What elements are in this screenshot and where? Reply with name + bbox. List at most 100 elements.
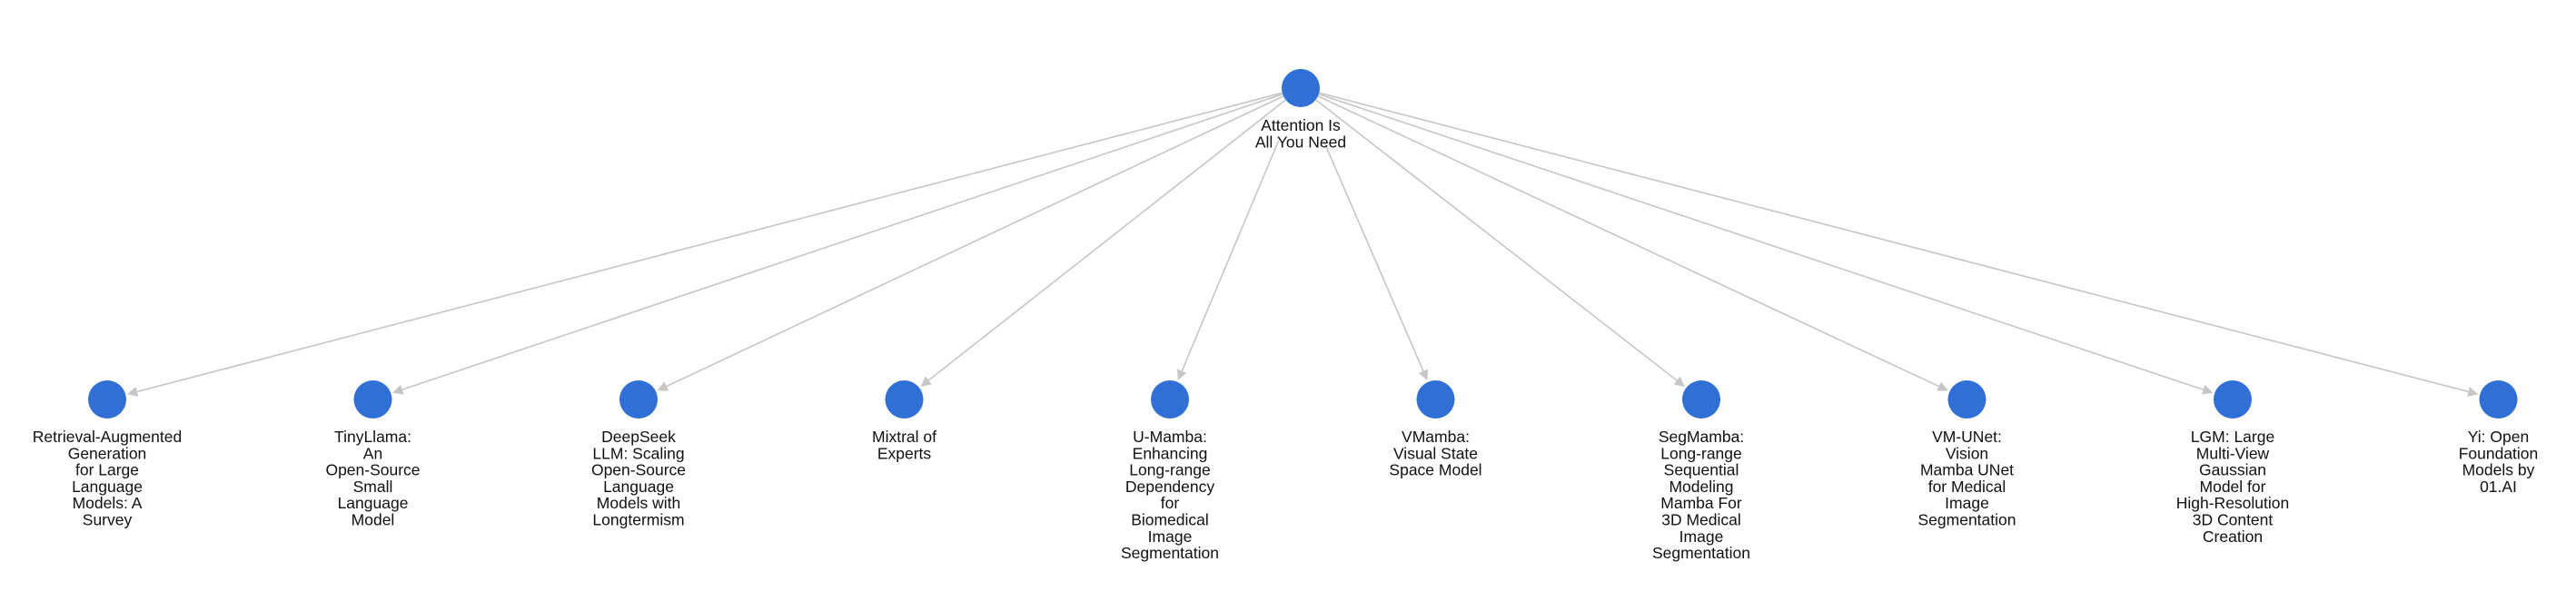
label-line: Foundation bbox=[2459, 444, 2539, 462]
label-line: Model for bbox=[2200, 478, 2266, 496]
label-line: Segmentation bbox=[1918, 511, 2016, 529]
edges bbox=[127, 92, 2479, 397]
label-line: Dependency bbox=[1125, 478, 1215, 496]
label-line: Biomedical bbox=[1131, 511, 1209, 529]
label-line: Generation bbox=[68, 444, 147, 462]
label-line: An bbox=[363, 444, 382, 462]
label-line: Sequential bbox=[1664, 461, 1739, 479]
label-line: Segmentation bbox=[1121, 544, 1219, 562]
label-line: Modeling bbox=[1669, 478, 1733, 496]
label-line: Space Model bbox=[1389, 461, 1481, 479]
edge bbox=[657, 95, 1284, 391]
label-line: Models by bbox=[2462, 461, 2535, 479]
label-line: Open-Source bbox=[591, 461, 686, 479]
edge bbox=[920, 99, 1286, 387]
label-line: VM-UNet: bbox=[1932, 428, 2002, 446]
label-line: Image bbox=[1679, 527, 1724, 546]
label-line: for Large bbox=[75, 461, 139, 479]
edge bbox=[392, 93, 1283, 395]
label-line: Enhancing bbox=[1133, 444, 1208, 462]
label-line: TinyLlama: bbox=[334, 428, 411, 446]
label-line: Model bbox=[352, 511, 395, 529]
label-line: Image bbox=[1148, 527, 1193, 546]
edge bbox=[1318, 93, 2214, 395]
label-line: Creation bbox=[2203, 527, 2263, 546]
child-node-circle[interactable] bbox=[88, 380, 126, 419]
child-node-circle[interactable] bbox=[1947, 380, 1986, 419]
label-line: Language bbox=[72, 478, 143, 496]
child-node-circle[interactable] bbox=[1151, 380, 1189, 419]
label-line: Survey bbox=[83, 511, 133, 529]
label-line: DeepSeek bbox=[601, 428, 676, 446]
label-line: Mixtral of bbox=[872, 428, 936, 446]
child-node-circle[interactable] bbox=[2214, 380, 2252, 419]
label-line: VMamba: bbox=[1402, 428, 1470, 446]
edge bbox=[127, 92, 1283, 397]
label-line: LGM: Large bbox=[2191, 428, 2274, 446]
child-node-circle[interactable] bbox=[885, 380, 924, 419]
label-line: Gaussian bbox=[2199, 461, 2266, 479]
label-line: Vision bbox=[1946, 444, 1988, 462]
label-line: Retrieval-Augmented bbox=[33, 428, 182, 446]
edge bbox=[1319, 92, 2479, 397]
label-line: Small bbox=[353, 478, 393, 496]
label-line: Open-Source bbox=[325, 461, 420, 479]
child-node-circle[interactable] bbox=[1682, 380, 1720, 419]
label-line: for Medical bbox=[1928, 478, 2006, 496]
edge bbox=[1317, 95, 1948, 391]
edge bbox=[1315, 99, 1685, 387]
label-line: for bbox=[1161, 494, 1180, 512]
label-line: Models with bbox=[597, 494, 680, 512]
label-line: Long-range bbox=[1129, 461, 1211, 479]
edge bbox=[1323, 140, 1429, 381]
root-node-circle[interactable] bbox=[1282, 69, 1320, 107]
label-line: Language bbox=[603, 478, 674, 496]
label-line: Mamba For bbox=[1660, 494, 1742, 512]
label-line: Longtermism bbox=[592, 511, 684, 529]
label-line: Multi-View bbox=[2196, 444, 2270, 462]
child-node-circle[interactable] bbox=[619, 380, 658, 419]
child-node-circle[interactable] bbox=[1416, 380, 1455, 419]
label-line: Image bbox=[1945, 494, 1989, 512]
label-line: Yi: Open bbox=[2468, 428, 2529, 446]
label-line: Segmentation bbox=[1652, 544, 1750, 562]
label-line: SegMamba: bbox=[1659, 428, 1744, 446]
label-line: Attention Is bbox=[1261, 116, 1341, 134]
edge bbox=[1177, 140, 1280, 380]
child-node-circle[interactable] bbox=[353, 380, 392, 419]
label-line: Models: A bbox=[73, 494, 143, 512]
label-line: Visual State bbox=[1393, 444, 1478, 462]
label-line: Long-range bbox=[1660, 444, 1742, 462]
label-line: Language bbox=[338, 494, 409, 512]
label-line: All You Need bbox=[1255, 133, 1346, 151]
label-line: LLM: Scaling bbox=[592, 444, 684, 462]
child-node-circle[interactable] bbox=[2479, 380, 2518, 419]
label-line: U-Mamba: bbox=[1133, 428, 1207, 446]
label-line: Experts bbox=[877, 444, 932, 462]
label-line: 3D Content bbox=[2193, 511, 2274, 529]
